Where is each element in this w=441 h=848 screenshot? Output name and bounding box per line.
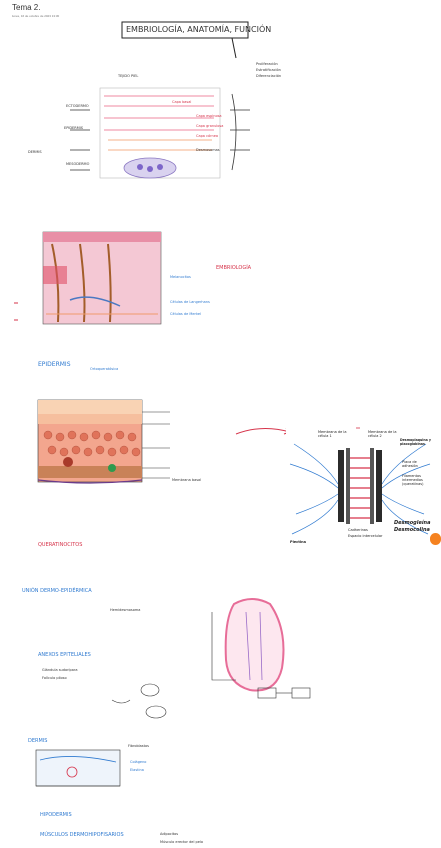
note-diferenciacion: Diferenciación	[256, 74, 282, 78]
note-fibroblastos: Fibroblastos	[128, 744, 149, 748]
desmosome-diagram: Membrana de la célula 1 Membrana de la c…	[286, 424, 434, 548]
note-desmosomas: Desmosomas	[196, 148, 220, 152]
desmosome-desmoplaquina: Desmoplaquina y placoglobinas	[400, 438, 431, 446]
page-date: lunes, 16 de octubre de 2023 13:30	[12, 14, 60, 18]
heading-union: UNIÓN DERMO-EPIDÉRMICA	[22, 588, 92, 594]
note-capa-espinosa: Capa espinosa	[196, 114, 222, 118]
heading-epidermis: EPIDERMIS	[38, 361, 71, 368]
dermis-sketch	[35, 749, 121, 787]
desmosome-desmogleina: Desmogleína	[394, 520, 431, 526]
note-dermis: DERMIS	[28, 150, 42, 154]
skin-section-illustration	[42, 231, 162, 325]
desmosome-cadherinas: Cadherinas	[348, 528, 368, 532]
note-merkel: Células de Merkel	[170, 312, 201, 316]
note-elastina: Elastina	[130, 768, 144, 772]
heading-main: EMBRIOLOGÍA, ANATOMÍA, FUNCIÓN	[126, 25, 272, 34]
note-epidermis: EPIDERMIS	[64, 126, 83, 130]
note-musculo-erector: Músculo erector del pelo	[160, 840, 204, 844]
note-capa-basal: Capa basal	[172, 100, 192, 104]
heading-embriologia: EMBRIOLOGÍA	[216, 265, 252, 271]
epidermis-illustration	[37, 399, 143, 484]
note-ectodermo: ECTODERMO	[66, 104, 89, 108]
desmosome-membrane-left: Membrana de la célula 1	[318, 430, 347, 438]
note-estratificacion: Estratificación	[256, 68, 281, 72]
heading-dermis: DERMIS	[28, 738, 48, 744]
desmosome-placa: Placa de adhesión	[402, 460, 418, 468]
desmosome-filamentos: Filamentos intermedios (queratinas)	[402, 474, 424, 486]
page-title: Tema 2.	[12, 3, 41, 12]
desmosome-membrane-right: Membrana de la célula 2	[368, 430, 397, 438]
note-capa-granulosa: Capa granulosa	[196, 124, 224, 128]
note-proliferacion: Proliferación	[256, 62, 278, 66]
anexos-sketches	[111, 683, 311, 719]
desmosome-espacio: Espacio intercelular	[348, 534, 383, 538]
note-colageno: Colágeno	[130, 760, 147, 764]
heading-queratinocitos: QUERATINOCITOS	[38, 542, 83, 548]
note-mesodermo: MESODERMO	[66, 162, 90, 166]
heading-hipodermis: HIPODERMIS	[40, 812, 72, 818]
top-skin-diagram	[70, 87, 250, 179]
note-tejido: TEJIDO PIEL	[118, 74, 139, 78]
desmosome-svg	[286, 424, 434, 548]
desmosome-plectina: Plectina	[290, 540, 306, 544]
note-capa-cornea: Capa córnea	[196, 134, 219, 138]
note-ortoqueratosica: Ortoqueratósica	[90, 367, 119, 371]
note-langerhans: Células de Langerhans	[170, 300, 210, 304]
note-membrana-basal: Membrana basal	[172, 478, 202, 482]
heading-anexos: ANEXOS EPITELIALES	[38, 652, 91, 658]
note-hemidesmosoma: Hemidesmosoma	[110, 608, 141, 612]
note-adipocitos: Adipocitos	[160, 832, 179, 836]
note-melanocitos: Melanocitos	[170, 275, 191, 279]
heading-musculos: MÚSCULOS DERMOHIPOFISARIOS	[40, 832, 124, 838]
note-foliculo: Folículo piloso	[42, 676, 67, 680]
floating-action-button[interactable]	[430, 533, 441, 545]
main-heading-box	[121, 21, 249, 39]
follicle-drawing	[211, 598, 285, 692]
note-glandula: Glándula sudorípara	[42, 668, 78, 672]
desmosome-desmocolina: Desmocolina	[394, 527, 430, 533]
